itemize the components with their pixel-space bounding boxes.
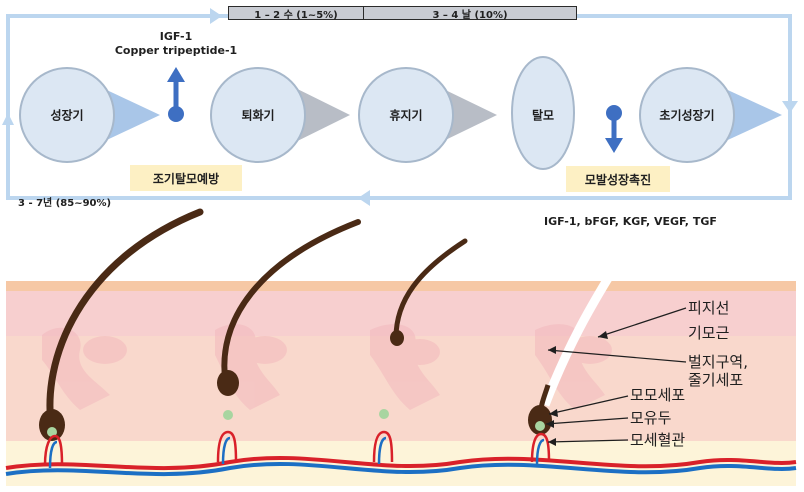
- capillary-label: 모세혈관: [630, 431, 686, 449]
- matrix-cell-label: 모모세포: [630, 386, 686, 404]
- frame-arrowhead-bottom: [358, 190, 370, 206]
- anagen-circle: [19, 67, 115, 163]
- catagen-circle: [210, 67, 306, 163]
- exogen-ellipse: [511, 56, 575, 170]
- telogen-label: 휴지기: [389, 108, 423, 123]
- catagen-duration-bar: 1 – 2 수 (1~5%): [228, 6, 364, 21]
- hair-shaft-1: [46, 208, 204, 434]
- frame-arrowhead-right: [782, 101, 798, 113]
- frame-arrowhead-left: [2, 113, 14, 125]
- anagen-label: 성장기: [50, 108, 84, 123]
- dermal-papilla-1: [47, 427, 57, 437]
- early-anagen-label: 초기성장기: [659, 108, 715, 123]
- hair-shaft-3: [393, 238, 468, 343]
- artery: [5, 456, 797, 471]
- early-anagen-circle: [639, 67, 735, 163]
- exogen-label: 탈모: [531, 108, 555, 123]
- dermal-papilla-3: [379, 409, 389, 419]
- up-arrow-head: [167, 67, 185, 82]
- up-factors-text: IGF-1 Copper tripeptide-1: [115, 30, 237, 58]
- hair-bulb-1: [39, 409, 65, 441]
- growth-factors-text: IGF-1, bFGF, KGF, VEGF, TGF: [544, 215, 717, 228]
- dermal-papilla-2: [223, 410, 233, 420]
- down-arrow-dot: [606, 105, 622, 121]
- dermal-papilla-label: 모유두: [630, 409, 672, 427]
- fat-layer: [6, 441, 796, 486]
- anagen-duration-text: 3 - 7년 (85~90%): [18, 198, 112, 209]
- hair-cycle-diagram: [2, 8, 798, 206]
- label-pointers: [545, 307, 687, 443]
- bulge-outline: [540, 272, 614, 407]
- telogen-circle: [358, 67, 454, 163]
- sebaceous-gland-label: 피지선: [688, 299, 730, 317]
- hair-bulb-2: [217, 370, 239, 396]
- label-pointer-heads: [546, 331, 608, 446]
- up-factor-line2: Copper tripeptide-1: [114, 44, 238, 57]
- down-arrow-head: [605, 138, 623, 153]
- prevention-box: 조기탈모예방: [130, 165, 242, 191]
- dermal-papilla-4: [535, 421, 545, 431]
- bulge-region-label: 벌지구역,: [688, 353, 748, 371]
- up-arrow-dot: [168, 106, 184, 122]
- hair-bulb-4: [528, 405, 552, 435]
- frame-arrowhead-top: [210, 8, 222, 24]
- arrector-pili-label: 기모근: [688, 324, 730, 342]
- promotion-box: 모발성장촉진: [566, 166, 670, 192]
- hair-bulb-3: [390, 330, 404, 346]
- capillary-loops: [43, 430, 551, 469]
- follicle-outlines: [42, 324, 612, 410]
- up-factor-line1: IGF-1: [159, 30, 193, 43]
- hair-shaft-2: [221, 219, 361, 388]
- catagen-label: 퇴화기: [241, 108, 275, 123]
- stem-cell-label: 줄기세포: [688, 371, 744, 389]
- telogen-duration-bar: 3 – 4 날 (10%): [363, 6, 577, 21]
- vein: [5, 462, 797, 477]
- epidermis-layer: [6, 281, 796, 291]
